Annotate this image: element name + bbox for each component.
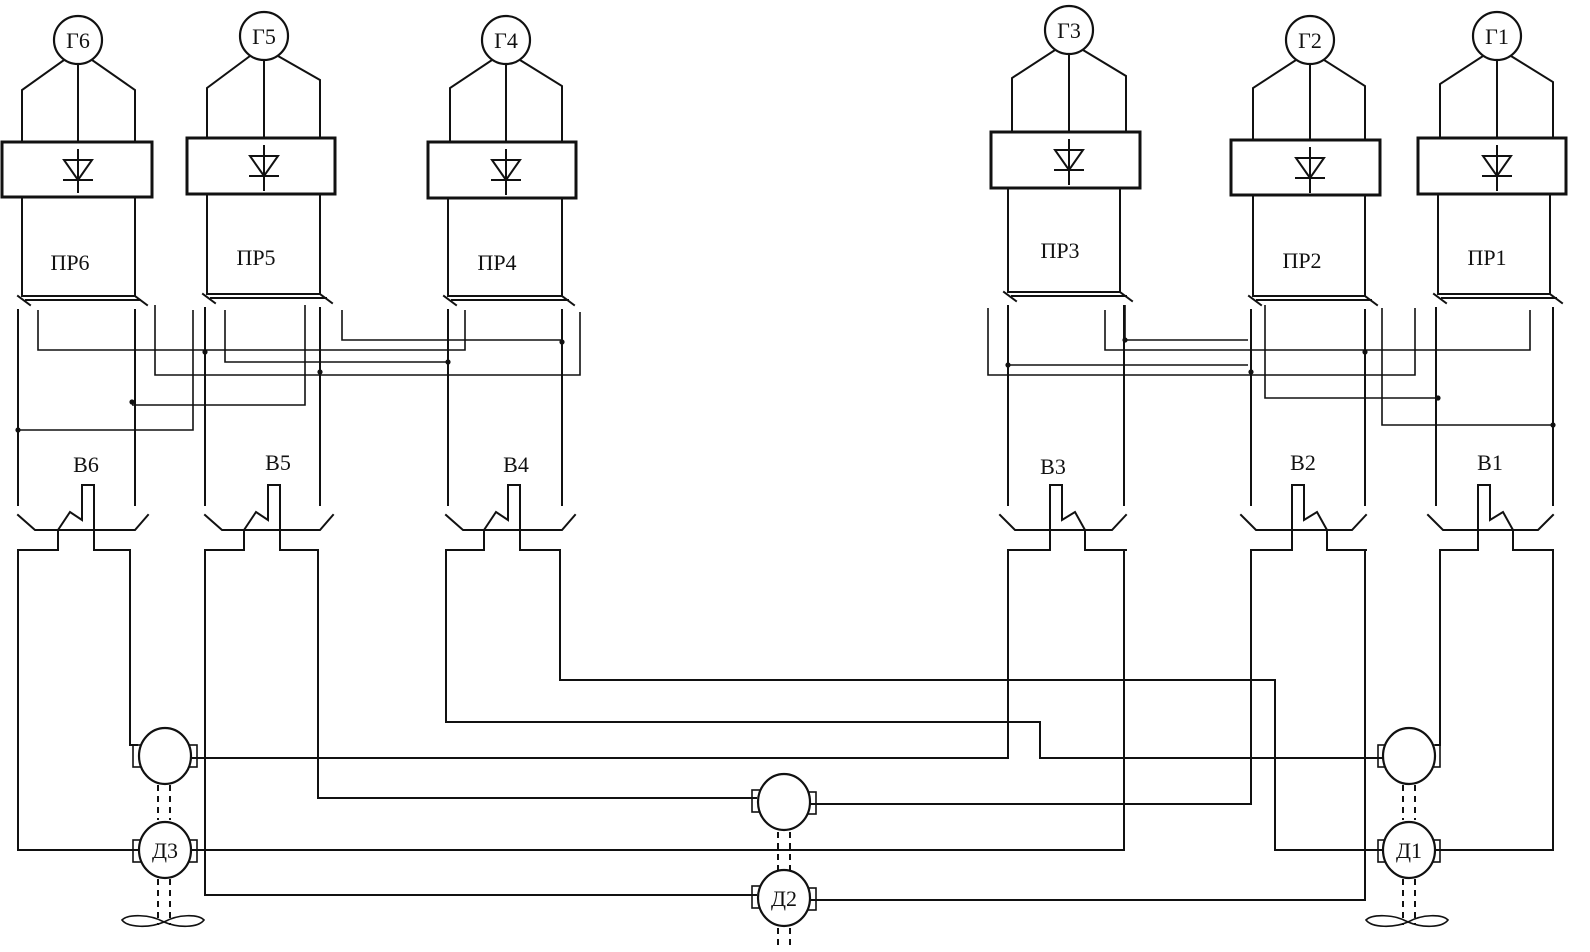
channel-6: Г6 ПР6 В6 bbox=[0, 14, 154, 551]
rectifier-pr1-label: ПР1 bbox=[1467, 245, 1506, 270]
motor-d3-label: Д3 bbox=[152, 838, 178, 863]
motor-d2 bbox=[756, 868, 812, 928]
diode-icon bbox=[1294, 147, 1326, 193]
channel-3: Г3 ПР3 В3 bbox=[989, 4, 1142, 551]
centre-upper-motor bbox=[756, 772, 812, 832]
rectifier-bridge-4 bbox=[426, 140, 578, 200]
motor-d1-label: Д1 bbox=[1396, 838, 1422, 863]
channel-4: Г4 ПР4 В4 bbox=[426, 14, 578, 551]
right-bus-interconnects bbox=[987, 305, 1556, 428]
generator-g4-label: Г4 bbox=[494, 28, 518, 53]
switch-v1-label: В1 bbox=[1477, 450, 1503, 475]
rectifier-pr3-label: ПР3 bbox=[1040, 238, 1079, 263]
left-bus-interconnects bbox=[15, 305, 581, 433]
left-motor-stack: Д3 bbox=[120, 726, 206, 928]
generator-g3-label: Г3 bbox=[1057, 18, 1081, 43]
right-upper-motor bbox=[1381, 726, 1437, 786]
channel-1: Г1 ПР1 В1 bbox=[1416, 10, 1568, 551]
rectifier-pr2-label: ПР2 bbox=[1282, 248, 1321, 273]
motor-d2-label: Д2 bbox=[771, 886, 797, 911]
diode-icon bbox=[1053, 139, 1085, 185]
generator-g1-label: Г1 bbox=[1485, 24, 1509, 49]
generator-g6-label: Г6 bbox=[66, 28, 90, 53]
rectifier-bridge-2 bbox=[1229, 138, 1382, 197]
switch-v3-label: В3 bbox=[1040, 454, 1066, 479]
switch-v2-label: В2 bbox=[1290, 450, 1316, 475]
centre-motor-stack: Д2 bbox=[751, 772, 817, 950]
diode-icon bbox=[490, 149, 522, 195]
channel-2: Г2 ПР2 В2 bbox=[1229, 14, 1382, 551]
generator-g2-label: Г2 bbox=[1298, 28, 1322, 53]
rectifier-pr5-label: ПР5 bbox=[236, 245, 275, 270]
left-upper-motor bbox=[137, 726, 193, 786]
motor-d3 bbox=[137, 820, 193, 880]
generator-g5-label: Г5 bbox=[252, 24, 276, 49]
diode-icon bbox=[62, 149, 94, 193]
switch-v6-label: В6 bbox=[73, 452, 99, 477]
motor-d1 bbox=[1381, 820, 1437, 880]
right-motor-stack: Д1 bbox=[1364, 726, 1450, 928]
switch-v5-label: В5 bbox=[265, 450, 291, 475]
switch-v4-label: В4 bbox=[503, 452, 529, 477]
rectifier-pr4-label: ПР4 bbox=[477, 250, 516, 275]
rectifier-bridge-5 bbox=[185, 136, 337, 196]
propeller-icon bbox=[1364, 914, 1450, 928]
propeller-icon bbox=[120, 914, 206, 928]
channel-5: Г5 ПР5 В5 bbox=[185, 10, 337, 551]
motor-feeders bbox=[17, 549, 1554, 901]
rectifier-pr6-label: ПР6 bbox=[50, 250, 89, 275]
rectifier-bridge-3 bbox=[989, 130, 1142, 190]
diode-icon bbox=[248, 145, 280, 191]
rectifier-bridge-1 bbox=[1416, 136, 1568, 196]
diode-icon bbox=[1481, 145, 1513, 191]
